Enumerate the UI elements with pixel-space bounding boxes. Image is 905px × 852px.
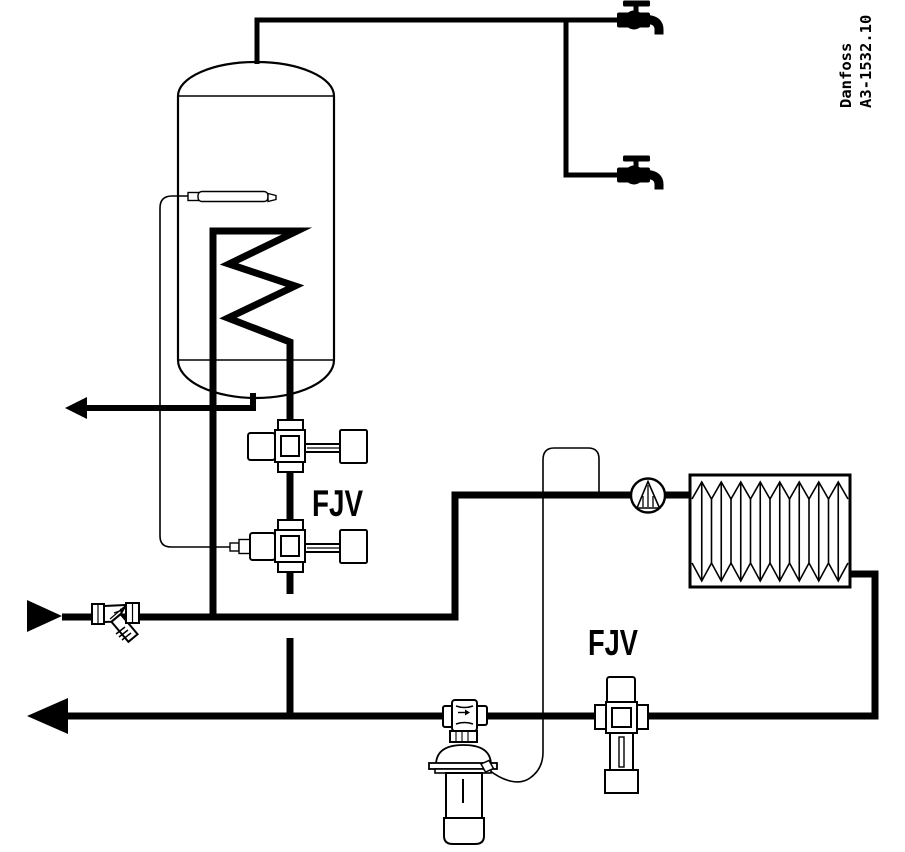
- drawing-number: A3-1532.10: [857, 15, 875, 108]
- fjv-valve-lower: [229, 519, 368, 573]
- air-heater: [688, 473, 852, 589]
- tank-weld-lines: [178, 95, 334, 361]
- supply-pipe: [62, 491, 690, 621]
- air-heater-fins: [700, 482, 840, 581]
- dhw-branch-pipe: [563, 20, 620, 178]
- capillary-fitting: [229, 542, 240, 552]
- capillary-gland: [479, 759, 495, 773]
- tank-outlet-arrow-icon: [65, 397, 87, 419]
- tap-icon-upper: [617, 1, 659, 35]
- fjv-valve-return: [594, 676, 649, 794]
- thermo-valve-capillary: [488, 447, 600, 783]
- brand-text: Danfoss A3-1532.10: [837, 15, 875, 108]
- tank-temperature-sensor: [187, 190, 277, 203]
- brand-name: Danfoss: [837, 43, 855, 108]
- diaphragm-bell: [435, 744, 492, 766]
- tank-sensor-capillary: [159, 195, 231, 548]
- return-arrow-icon: [27, 698, 68, 734]
- fjv-valve-upper: [247, 419, 368, 473]
- return-pipe: [68, 570, 879, 720]
- circulation-pump-icon: [629, 477, 667, 514]
- tank-outlet-pipe: [87, 393, 256, 411]
- heating-coil: [209, 227, 313, 620]
- fjv-label-tank: FJV: [312, 483, 363, 524]
- fjv-label-heater: FJV: [588, 622, 638, 663]
- flow-arrow-mark: [465, 709, 470, 716]
- dhw-top-pipe: [254, 17, 621, 64]
- y-strainer: [91, 602, 140, 644]
- thermostatic-valve: [428, 699, 498, 845]
- supply-arrow-icon: [27, 600, 62, 632]
- tap-icon-lower: [617, 156, 659, 190]
